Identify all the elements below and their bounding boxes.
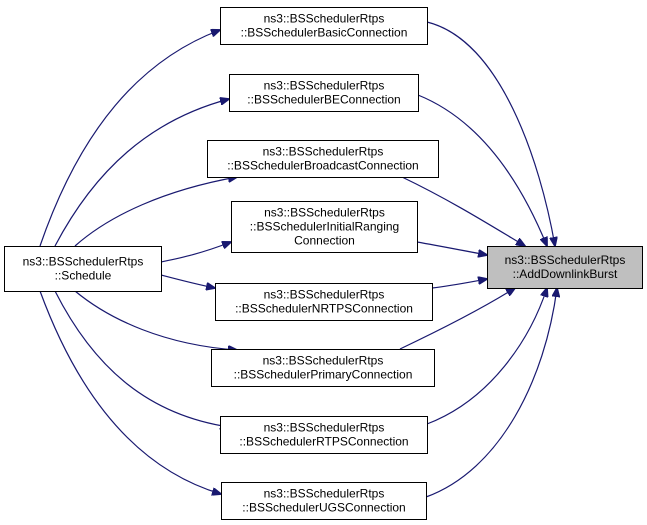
- edge-nrtps-to-adddownlinkburst: [431, 279, 487, 289]
- edge-broadcast-to-adddownlinkburst: [401, 176, 525, 246]
- edge-initialranging-to-adddownlinkburst: [416, 241, 487, 255]
- edge-schedule-to-rtps: [54, 290, 229, 427]
- node-label-line: ns3::BSSchedulerRtps: [264, 206, 385, 220]
- node-box[interactable]: [207, 140, 439, 178]
- edge-basic-to-adddownlinkburst: [426, 21, 555, 246]
- node-label-line: ::BSSchedulerRTPSConnection: [239, 435, 408, 449]
- node-label-line: ns3::BSSchedulerRtps: [263, 145, 384, 159]
- node-label-line: ::BSSchedulerInitialRanging: [250, 220, 399, 234]
- edge-schedule-to-primary: [74, 290, 237, 350]
- node-primary[interactable]: ns3::BSSchedulerRtps::BSSchedulerPrimary…: [211, 349, 435, 387]
- edges-layer: [39, 21, 557, 498]
- node-label-line: ::BSSchedulerBasicConnection: [241, 26, 408, 40]
- edge-ugs-to-adddownlinkburst: [425, 288, 557, 498]
- node-label-line: ns3::BSSchedulerRtps: [505, 253, 626, 267]
- edge-schedule-to-basic: [39, 30, 220, 247]
- node-be[interactable]: ns3::BSSchedulerRtps::BSSchedulerBEConne…: [229, 74, 419, 112]
- node-box[interactable]: [487, 246, 643, 289]
- node-label-line: ns3::BSSchedulerRtps: [264, 421, 385, 435]
- node-box[interactable]: [221, 482, 427, 520]
- nodes-layer: ns3::BSSchedulerRtps::Schedulens3::BSSch…: [4, 7, 643, 520]
- node-box[interactable]: [229, 74, 419, 112]
- node-box[interactable]: [4, 246, 162, 292]
- node-nrtps[interactable]: ns3::BSSchedulerRtps::BSSchedulerNRTPSCo…: [215, 283, 433, 321]
- node-basic[interactable]: ns3::BSSchedulerRtps::BSSchedulerBasicCo…: [220, 7, 428, 45]
- node-label-line: ns3::BSSchedulerRtps: [23, 255, 144, 269]
- edge-be-to-adddownlinkburst: [417, 94, 547, 246]
- node-schedule[interactable]: ns3::BSSchedulerRtps::Schedule: [4, 246, 162, 292]
- edge-primary-to-adddownlinkburst: [399, 288, 515, 350]
- node-box[interactable]: [211, 349, 435, 387]
- edge-schedule-to-ugs: [39, 290, 221, 494]
- node-initialranging[interactable]: ns3::BSSchedulerRtps::BSSchedulerInitial…: [231, 201, 418, 253]
- edge-schedule-to-nrtps: [160, 274, 215, 288]
- node-label-line: ::BSSchedulerBEConnection: [247, 93, 400, 107]
- node-label-line: ns3::BSSchedulerRtps: [264, 487, 385, 501]
- node-label-line: ns3::BSSchedulerRtps: [263, 354, 384, 368]
- node-ugs[interactable]: ns3::BSSchedulerRtps::BSSchedulerUGSConn…: [221, 482, 427, 520]
- node-label-line: ns3::BSSchedulerRtps: [264, 79, 385, 93]
- node-label-line: ns3::BSSchedulerRtps: [264, 12, 385, 26]
- node-label-line: ::Schedule: [55, 269, 112, 283]
- node-adddownlinkburst[interactable]: ns3::BSSchedulerRtps::AddDownlinkBurst: [487, 246, 643, 289]
- node-label-line: ::AddDownlinkBurst: [513, 267, 618, 281]
- node-label-line: ::BSSchedulerNRTPSConnection: [235, 302, 413, 316]
- node-label-line: ::BSSchedulerPrimaryConnection: [234, 368, 413, 382]
- node-broadcast[interactable]: ns3::BSSchedulerRtps::BSSchedulerBroadca…: [207, 140, 439, 178]
- node-box[interactable]: [220, 7, 428, 45]
- node-label-line: ::BSSchedulerUGSConnection: [242, 501, 405, 515]
- node-label-line: ::BSSchedulerBroadcastConnection: [227, 159, 418, 173]
- edge-rtps-to-adddownlinkburst: [426, 288, 547, 425]
- node-rtps[interactable]: ns3::BSSchedulerRtps::BSSchedulerRTPSCon…: [220, 416, 428, 454]
- edge-schedule-to-broadcast: [74, 177, 237, 247]
- edge-schedule-to-be: [54, 99, 229, 247]
- node-label-line: ns3::BSSchedulerRtps: [264, 288, 385, 302]
- node-box[interactable]: [231, 201, 418, 253]
- edge-schedule-to-initialranging: [160, 242, 231, 263]
- node-box[interactable]: [215, 283, 433, 321]
- node-box[interactable]: [220, 416, 428, 454]
- node-label-line: Connection: [294, 234, 355, 248]
